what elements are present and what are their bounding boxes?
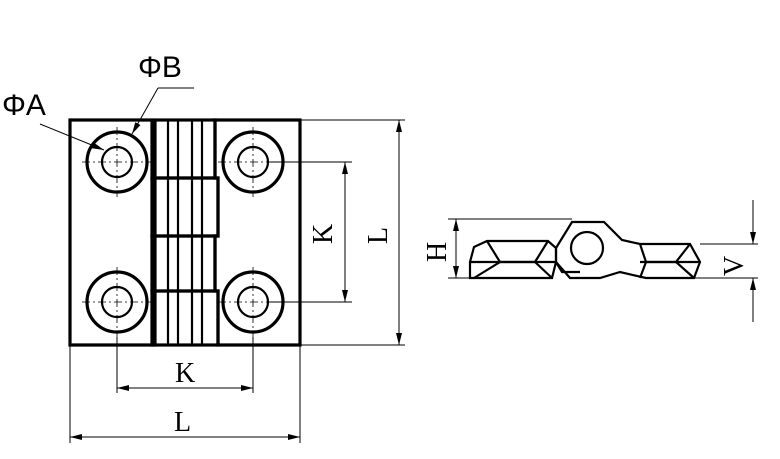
phi-b-callout: ΦB	[131, 51, 194, 135]
l-vertical-label: L	[363, 227, 394, 244]
dimension-k-horizontal: K	[116, 337, 254, 393]
hinge-knuckles	[150, 118, 220, 347]
left-leaf-outline	[68, 118, 157, 347]
k-vertical-label: K	[308, 224, 339, 244]
side-view	[468, 220, 702, 280]
phi-a-label: ΦA	[2, 89, 46, 122]
v-label: V	[719, 256, 750, 276]
dimension-l-vertical: L	[300, 119, 405, 346]
h-label: H	[422, 242, 453, 262]
dimension-k-vertical: K	[268, 161, 352, 303]
phi-b-label: ΦB	[138, 51, 182, 84]
right-leaf-outline	[213, 118, 302, 347]
l-horizontal-label: L	[174, 407, 191, 438]
front-view	[68, 118, 302, 347]
hole-centerlines	[82, 127, 288, 337]
k-horizontal-label: K	[175, 358, 195, 389]
dimension-l-horizontal: L	[69, 345, 301, 443]
hinge-pin	[569, 230, 605, 266]
side-knuckle	[554, 220, 702, 280]
dimension-v: V	[694, 200, 758, 322]
phi-a-callout: ΦA	[2, 89, 105, 151]
dimension-h: H	[422, 218, 572, 279]
